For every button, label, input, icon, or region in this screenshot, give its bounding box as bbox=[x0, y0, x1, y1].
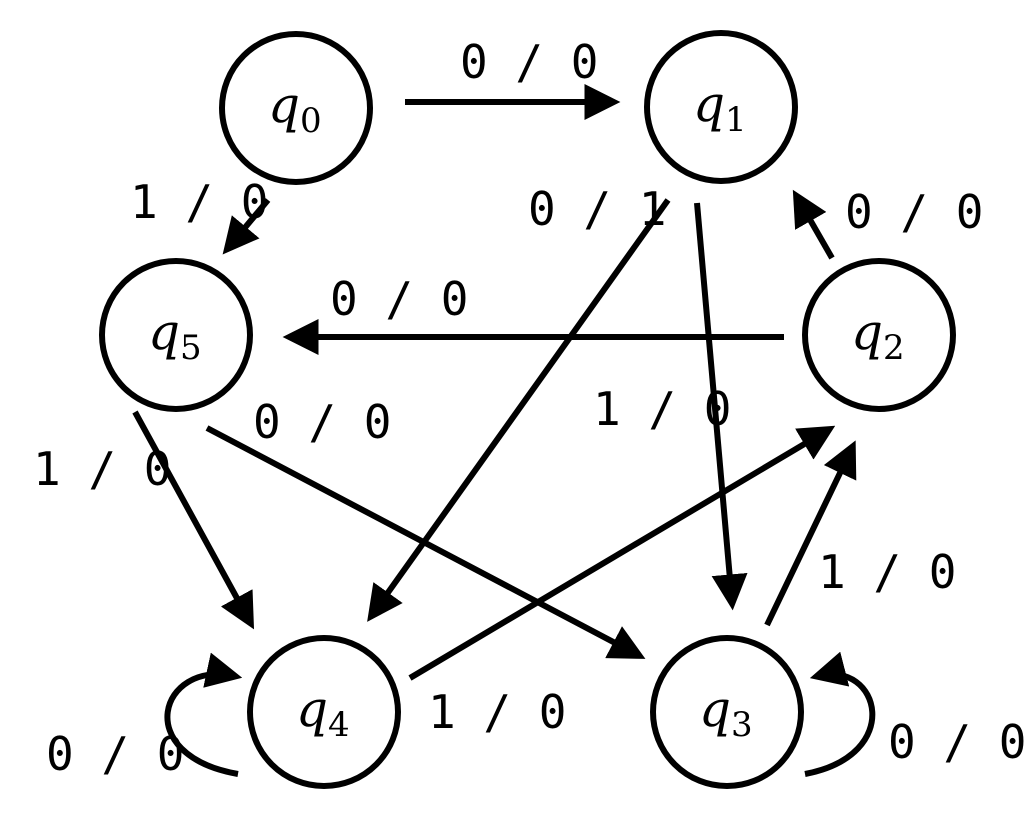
state-label: q0 bbox=[268, 76, 322, 141]
edge-label-q3-q3: 0 / 0 bbox=[888, 715, 1024, 769]
edge-q0-q5 bbox=[222, 198, 271, 255]
edge-q4-q2 bbox=[408, 425, 836, 681]
edge-label-q2-q1: 0 / 0 bbox=[845, 185, 983, 239]
state-circle bbox=[650, 635, 804, 789]
state-circle bbox=[644, 30, 798, 184]
state-label: q2 bbox=[851, 303, 905, 368]
state-circle bbox=[219, 31, 373, 185]
state-q3: q3 bbox=[650, 635, 804, 789]
transitions bbox=[132, 84, 876, 777]
edge-label-q1-q3: 1 / 0 bbox=[593, 382, 731, 436]
state-label: q3 bbox=[699, 680, 753, 745]
edge-label-q4-q4: 0 / 0 bbox=[46, 727, 184, 781]
edge-q5-q4 bbox=[132, 410, 255, 630]
state-q4: q4 bbox=[247, 635, 401, 789]
states: q0 q1 q2 q3 q4 q5 bbox=[99, 30, 956, 789]
state-circle bbox=[99, 258, 253, 412]
edge-q1-q4 bbox=[367, 198, 671, 622]
state-label: q5 bbox=[148, 303, 202, 368]
edge-q5-q3 bbox=[205, 425, 646, 659]
edge-label-q1-q4: 0 / 1 bbox=[528, 182, 666, 236]
self-loop-q4 bbox=[164, 652, 243, 777]
state-circle bbox=[247, 635, 401, 789]
edge-label-q5-q3: 0 / 0 bbox=[253, 395, 391, 449]
state-q0: q0 bbox=[219, 31, 373, 185]
state-circle bbox=[802, 258, 956, 412]
state-label: q1 bbox=[693, 75, 747, 140]
edge-q3-q2 bbox=[764, 440, 857, 627]
edge-q1-q3 bbox=[694, 202, 748, 611]
edge-label-q4-q2: 1 / 0 bbox=[428, 685, 566, 739]
edge-label-q0-q1: 0 / 0 bbox=[460, 35, 598, 89]
edge-label-q3-q2: 1 / 0 bbox=[818, 545, 956, 599]
edge-labels: 0 / 0 1 / 0 0 / 1 1 / 0 0 / 0 0 / 0 1 / … bbox=[33, 35, 1024, 781]
edge-label-q0-q5: 1 / 0 bbox=[130, 175, 268, 229]
edge-label-q2-q5: 0 / 0 bbox=[330, 272, 468, 326]
state-q2: q2 bbox=[802, 258, 956, 412]
self-loop-q3 bbox=[804, 651, 876, 777]
state-q5: q5 bbox=[99, 258, 253, 412]
state-q1: q1 bbox=[644, 30, 798, 184]
edge-label-q5-q4: 1 / 0 bbox=[33, 442, 171, 496]
state-label: q4 bbox=[296, 680, 350, 745]
edge-q2-q1 bbox=[792, 189, 835, 260]
